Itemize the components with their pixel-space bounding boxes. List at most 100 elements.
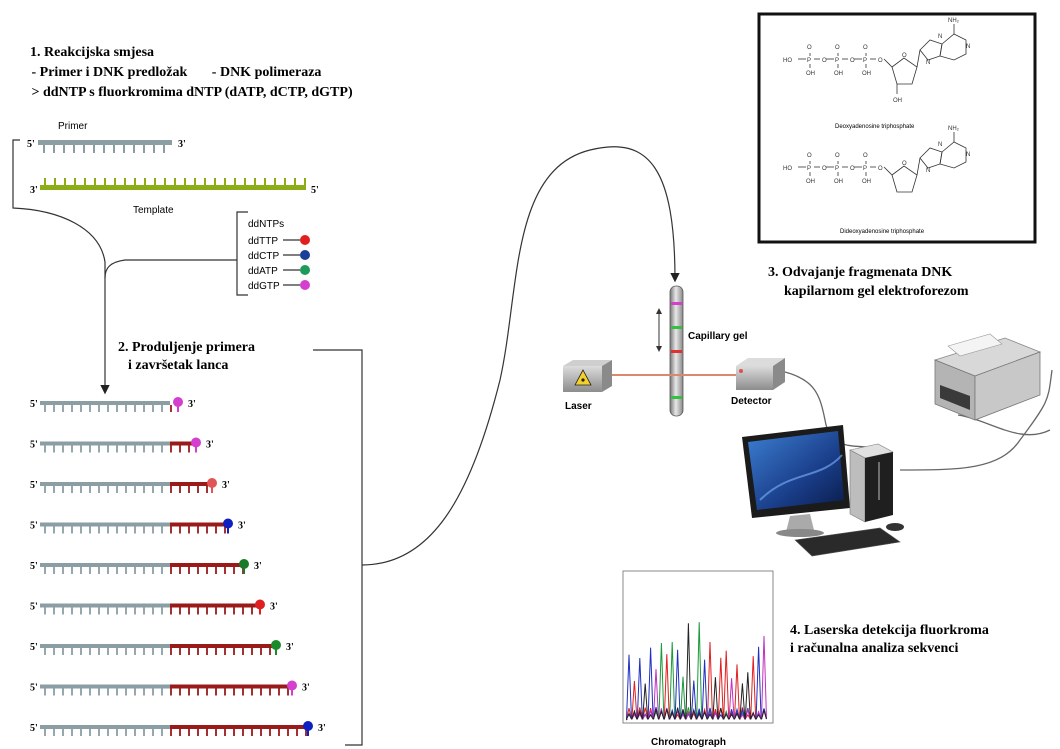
- fragment-extension: [170, 644, 276, 648]
- printer-icon: [933, 333, 1042, 421]
- ddntps-title: ddNTPs: [248, 219, 284, 230]
- struct-oxygen: O: [807, 153, 812, 159]
- fragment-extension: [170, 482, 212, 486]
- fragment-5: 5' 3': [30, 559, 262, 574]
- template-strand: 3' 5' Template: [30, 178, 319, 216]
- struct-phosphorus: P: [807, 166, 811, 172]
- chromatogram-traces: [625, 622, 767, 721]
- fragment-dye: [271, 640, 281, 650]
- struct-bridge-oxygen: O: [822, 166, 827, 172]
- reagent-connector-left: [12, 139, 106, 263]
- struct-ribose: [891, 57, 918, 85]
- detector-label: Detector: [731, 396, 772, 407]
- fragment-9: 5' 3': [30, 721, 326, 736]
- fragment-dye: [239, 559, 249, 569]
- struct-hydroxyl: OH: [834, 179, 843, 185]
- laser-warning-icon: [574, 369, 592, 386]
- chromatogram-frame: [622, 570, 774, 724]
- printer-tray: [940, 385, 970, 410]
- struct-hydroxyl: OH: [834, 71, 843, 77]
- template-label: Template: [133, 205, 174, 216]
- struct-bridge-oxygen: O: [878, 58, 883, 64]
- fragment-extension: [170, 603, 260, 608]
- template-backbone: [40, 185, 306, 190]
- template-three-label: 3': [30, 185, 38, 196]
- ddntp-label: ddGTP: [248, 281, 280, 292]
- struct-phosphorus: P: [807, 58, 811, 64]
- struct-nitrogen: N: [966, 44, 970, 50]
- ddntp-label: ddTTP: [248, 236, 278, 247]
- struct-ring-oxygen: O: [902, 161, 907, 167]
- fragment-three-label: 3': [254, 561, 262, 572]
- fragment-extension: [170, 684, 292, 689]
- fragment-primer-part: [40, 563, 170, 567]
- fragment-three-label: 3': [206, 440, 214, 451]
- chromatogram: Chromatograph: [622, 570, 774, 748]
- fragment-five-label: 5': [30, 440, 38, 451]
- primer-label: Primer: [58, 121, 88, 132]
- fragment-primer-part: [40, 603, 170, 608]
- capillary-gel: Capillary gel: [656, 285, 748, 417]
- step4-line1: 4. Laserska detekcija fluorkroma: [790, 623, 989, 638]
- laser-device: Laser: [563, 360, 612, 412]
- fragment-dye: [173, 397, 183, 407]
- detector-device: Detector: [731, 358, 785, 407]
- ddntps-bracket: [236, 211, 248, 296]
- fragment-dye: [287, 680, 297, 691]
- monitor-base: [776, 529, 824, 537]
- fragment-three-label: 3': [318, 723, 326, 734]
- laser-top: [563, 360, 612, 366]
- struct-bridge-oxygen: O: [850, 166, 855, 172]
- primer-backbone: [38, 140, 172, 145]
- fragment-three-label: 3': [286, 642, 294, 653]
- fragment-five-label: 5': [30, 561, 38, 572]
- fragment-dye: [255, 599, 265, 610]
- struct-nitrogen: N: [926, 168, 930, 174]
- struct-bridge-oxygen: O: [878, 166, 883, 172]
- printer-cable: [899, 369, 1053, 471]
- template-five-label: 5': [311, 185, 319, 196]
- chromatogram-label: Chromatograph: [651, 737, 726, 748]
- ddntp-label: ddATP: [248, 266, 278, 277]
- fragment-7: 5' 3': [30, 640, 294, 655]
- fragment-five-label: 5': [30, 642, 38, 653]
- fragment-dye: [207, 478, 217, 488]
- struct-3prime-oh: OH: [893, 98, 902, 104]
- structure-caption-top: Deoxyadenosine triphosphate: [835, 124, 915, 130]
- struct-nitrogen: N: [938, 142, 942, 148]
- struct-nh2: NH₂: [948, 126, 960, 132]
- monitor-stand: [786, 514, 814, 532]
- struct-nh2: NH₂: [948, 18, 960, 24]
- fragment-extension: [170, 441, 196, 446]
- struct-hydroxyl: OH: [806, 179, 815, 185]
- structures-frame: [757, 12, 1037, 244]
- struct-oxygen: O: [863, 153, 868, 159]
- migration-arrowhead-top: [656, 308, 662, 314]
- fragment-five-label: 5': [30, 521, 38, 532]
- struct-ribose: [891, 165, 918, 193]
- computer-icon: [742, 425, 904, 557]
- fragment-primer-part: [40, 684, 170, 689]
- fragment-dye: [303, 721, 313, 731]
- laser-side: [602, 360, 612, 392]
- fragment-primer-part: [40, 401, 170, 405]
- fragment-five-label: 5': [30, 723, 38, 734]
- ddntp-dot: [300, 250, 310, 260]
- fragment-dye: [223, 518, 233, 529]
- fragment-five-label: 5': [30, 480, 38, 491]
- ddntp-dot: [300, 280, 310, 290]
- struct-oxygen: O: [807, 45, 812, 51]
- step1-line1: - Primer i DNK predložak - DNK polimeraz…: [28, 65, 321, 80]
- screen-swoosh: [759, 454, 843, 501]
- struct-phosphorus: P: [863, 58, 867, 64]
- trace-line: [625, 623, 767, 721]
- fragment-five-label: 5': [30, 683, 38, 694]
- step4-line2: i računalna analiza sekvenci: [790, 641, 959, 656]
- reagent-connector-right: [104, 259, 237, 279]
- fragment-three-label: 3': [270, 602, 278, 613]
- structure-caption-bottom: Dideoxyadenosine triphosphate: [840, 229, 925, 235]
- laser-warning-dot: [581, 378, 585, 382]
